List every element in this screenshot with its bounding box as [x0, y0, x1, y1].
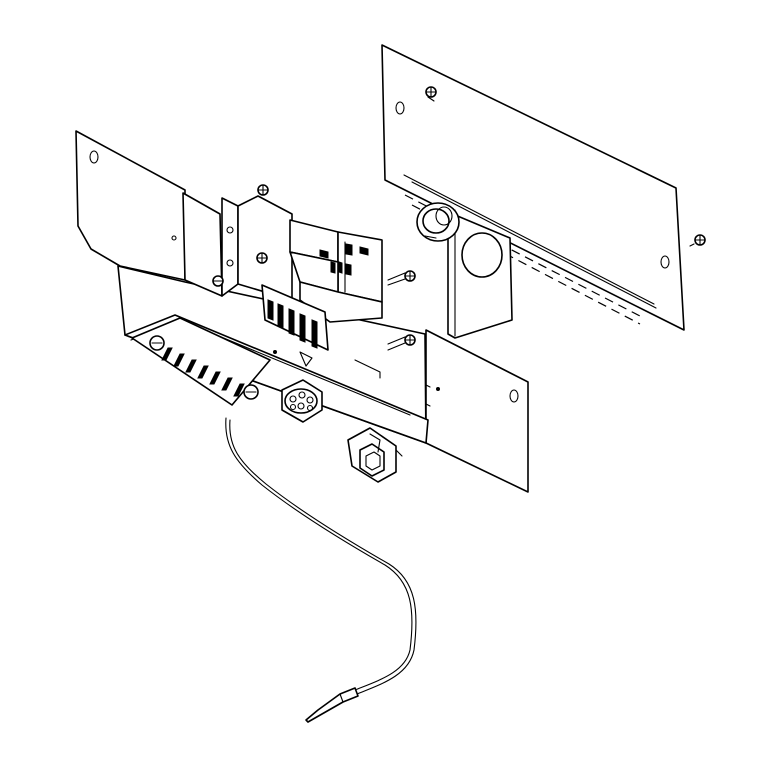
- vent-slots: [161, 347, 245, 397]
- mounting-screw: [425, 86, 437, 102]
- mounting-screw: [256, 252, 268, 264]
- mounting-screw: [387, 270, 416, 286]
- mounting-screw: [212, 275, 224, 287]
- mounting-screw: [243, 384, 259, 400]
- back-mounting-plate: [381, 44, 706, 331]
- mounting-screw: [149, 335, 165, 351]
- grommet: [416, 202, 460, 242]
- junction-box: [447, 209, 513, 339]
- knockout: [281, 379, 323, 423]
- mounting-slot-icon: [89, 150, 99, 164]
- mounting-slot-icon: [395, 101, 405, 115]
- terminal-block: [261, 284, 381, 379]
- mounting-slot-icon: [509, 389, 519, 403]
- mounting-slot-icon: [660, 255, 670, 269]
- knockout-icon: [461, 232, 503, 278]
- mounting-screw: [257, 184, 269, 196]
- wire-clamp: [347, 427, 403, 483]
- front-cover-panel: [75, 130, 529, 493]
- mounting-screw: [689, 234, 706, 247]
- sensor-probe-cable: [225, 417, 417, 723]
- mounting-screw: [387, 334, 416, 351]
- control-bracket: [182, 184, 293, 301]
